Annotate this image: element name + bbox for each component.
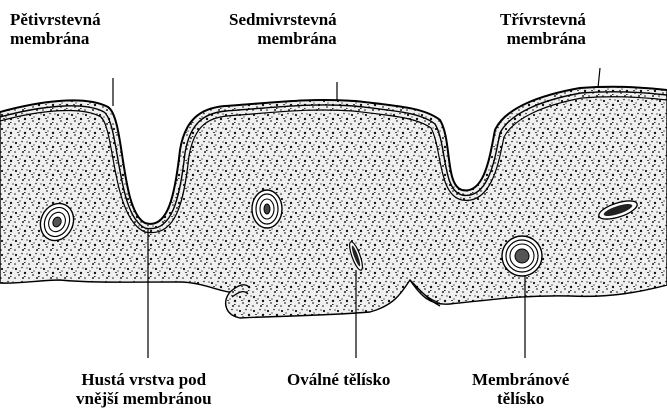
label-line: tělísko [472, 389, 569, 408]
label-line: membrána [500, 29, 586, 48]
label-sedmivrstevna-membrana: Sedmivrstevná membrána [229, 10, 337, 48]
label-line: Oválné tělísko [287, 370, 390, 389]
membrane-body-center [252, 190, 282, 228]
leader-trivrstevna [598, 68, 600, 88]
label-membranove-telisko: Membránové tělísko [472, 370, 569, 408]
label-line: Sedmivrstevná [229, 10, 337, 29]
tissue-layer [0, 87, 667, 318]
label-trivrstevna-membrana: Třívrstevná membrána [500, 10, 586, 48]
label-husta-vrstva: Hustá vrstva pod vnější membránou [76, 370, 212, 408]
label-line: membrána [10, 29, 101, 48]
label-line: Třívrstevná [500, 10, 586, 29]
label-petivrstevna-membrana: Pětivrstevná membrána [10, 10, 101, 48]
label-line: Pětivrstevná [10, 10, 101, 29]
label-line: Membránové [472, 370, 569, 389]
label-ovalne-telisko: Oválné tělísko [287, 370, 390, 389]
label-line: membrána [229, 29, 337, 48]
label-line: vnější membránou [76, 389, 212, 408]
label-line: Hustá vrstva pod [76, 370, 212, 389]
membrane-body-right [502, 236, 542, 276]
